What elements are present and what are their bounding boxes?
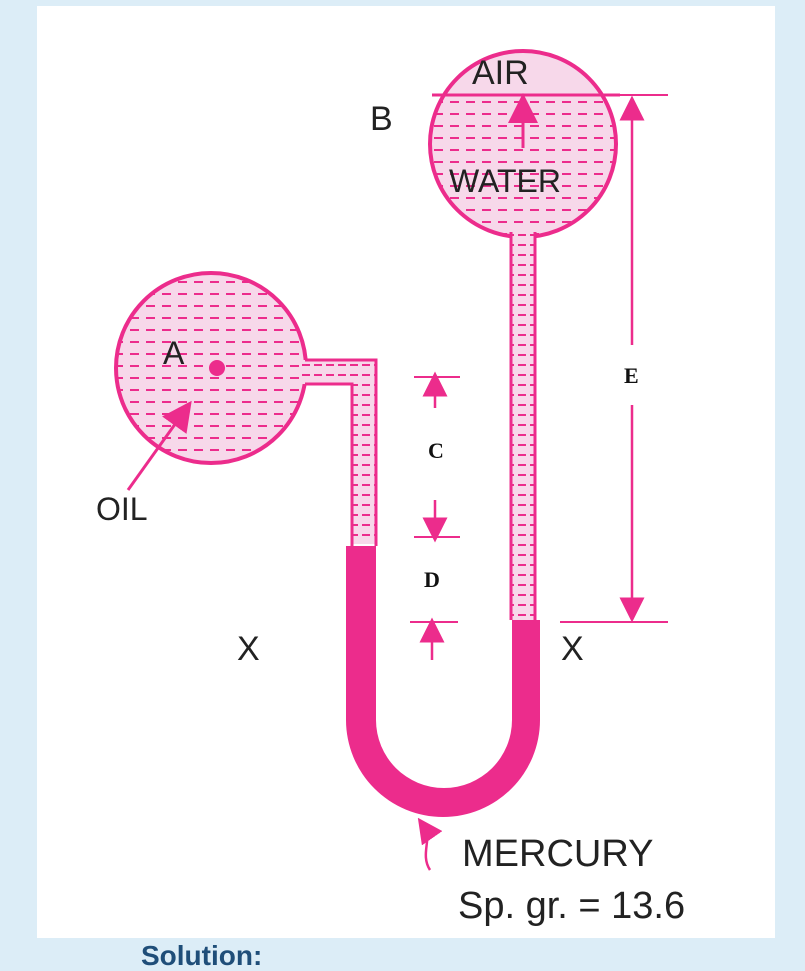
dimension-e <box>560 94 668 623</box>
specific-gravity-label: Sp. gr. = 13.6 <box>458 885 685 927</box>
solution-heading: Solution: <box>141 940 263 971</box>
x-left-label: X <box>237 630 260 668</box>
water-label: WATER <box>449 163 561 199</box>
right-tube <box>509 230 537 620</box>
x-right-label: X <box>561 630 584 668</box>
oil-label: OIL <box>96 491 148 527</box>
b-label: B <box>370 100 393 138</box>
a-label: A <box>163 335 185 371</box>
vessel-a <box>114 271 308 465</box>
oil-arrow <box>126 400 192 491</box>
mercury-label: MERCURY <box>462 833 653 875</box>
c-label: C <box>428 438 444 463</box>
d-label: D <box>424 567 440 592</box>
dimension-c-d <box>410 371 460 660</box>
air-label: AIR <box>472 54 529 92</box>
mercury-column <box>346 546 540 817</box>
vessel-b <box>428 49 620 239</box>
left-tube <box>300 358 378 546</box>
e-label: E <box>624 363 639 388</box>
mercury-arrow <box>417 817 443 871</box>
